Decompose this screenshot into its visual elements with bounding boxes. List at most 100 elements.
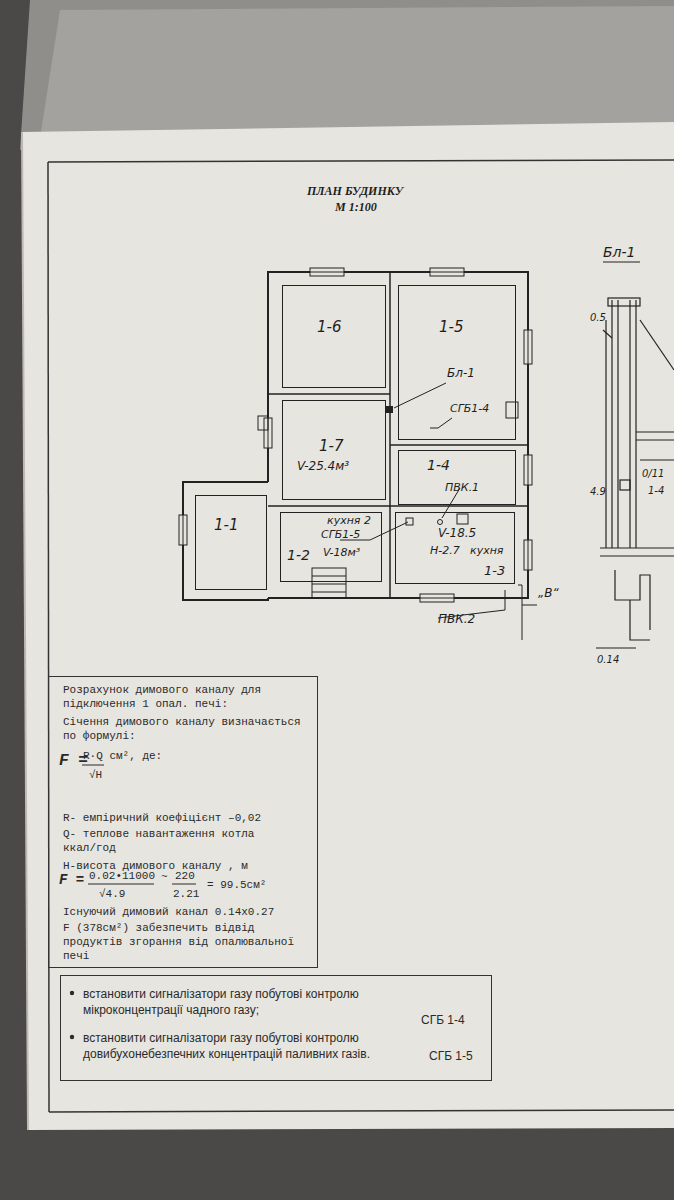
drawing-rect [524, 330, 532, 364]
drawing-rect [620, 480, 630, 490]
callout-label: 0.14 [597, 654, 619, 666]
drawing-line [48, 160, 674, 162]
drawing-g [183, 272, 528, 600]
drawing-rect [608, 298, 640, 306]
drawing-rect [312, 568, 346, 598]
room-outline: 1-1 [195, 495, 267, 590]
callout-label: 1-4 [648, 485, 664, 497]
note-text: 0.02•11000 [89, 869, 155, 883]
note-text: 2.21 [173, 887, 199, 901]
drawing-line [603, 261, 640, 262]
drawing-line [528, 330, 529, 364]
room-outline: кухня 2СГБ1-51-2V-18м³ [280, 512, 382, 582]
drawing-line [312, 576, 346, 577]
drawing-line [172, 884, 196, 885]
drawing-line [49, 1110, 674, 1112]
drawing-line [430, 428, 438, 429]
drawing-line [605, 320, 606, 548]
room-outline: 1-4ПВК.1 [398, 450, 516, 505]
drawing-line [528, 455, 529, 485]
note-text: 220 [175, 869, 195, 883]
note-text: Існуючий димовий канал 0.14x0.27 [63, 905, 313, 919]
drawing-polyline [615, 570, 650, 630]
drawing-circle [70, 1035, 74, 1039]
note-text: встановити сигналізатори газу побутові к… [83, 1030, 405, 1062]
room-label: 1-6 [317, 318, 342, 336]
drawing-rect [386, 406, 393, 413]
drawing-rect [524, 455, 532, 485]
room-outline: V-18.5H-2.7кухня1-3 [395, 512, 515, 584]
drawing-circle [438, 520, 443, 525]
note-text: Січення димового каналу визначається по … [63, 715, 315, 743]
drawing-line [183, 515, 184, 545]
drawing-line [438, 418, 452, 428]
drawing-polygon [22, 122, 674, 1130]
drawing-line [640, 459, 674, 460]
drawing-line [389, 272, 391, 598]
drawing-line [48, 162, 49, 1112]
room-outline: 1-5Бл-1 [398, 285, 516, 440]
drawing-line [312, 584, 346, 585]
drawing-line [268, 393, 390, 395]
drawing-polyline [630, 600, 650, 640]
note-text: F = [59, 873, 84, 888]
note-text: встановити сигналізатори газу побутові к… [83, 986, 395, 1018]
drawing-line [600, 547, 674, 548]
room-label: Бл-1 [447, 366, 475, 380]
room-outline: 1-7V-25.4м³ [282, 400, 386, 500]
callout-label: Бл-1 [603, 244, 636, 261]
drawing-line [268, 505, 528, 507]
room-label: СГБ1-5 [321, 528, 360, 541]
drawing-rect [524, 540, 532, 570]
drawing-line [528, 540, 529, 570]
drawing-polygon [40, 6, 674, 138]
room-label: кухня 2 [327, 514, 371, 527]
note-text: СГБ 1-5 [429, 1048, 473, 1064]
plan-title: ПЛАН БУДИНКУ [307, 184, 403, 198]
note-text: √H [89, 768, 102, 782]
drawing-g [312, 568, 346, 598]
callout-label: ПВК.2 [438, 612, 475, 626]
drawing-line [636, 431, 674, 432]
drawing-line [617, 300, 618, 548]
drawing-line [420, 598, 454, 599]
drawing-line [603, 330, 612, 338]
callout-label: „В“ [538, 586, 559, 600]
callout-label: 0.5 [590, 312, 606, 324]
text-panel: Розрахунок димового каналу для підключен… [48, 676, 318, 968]
note-text: ~ [161, 870, 168, 884]
room-label: 1-7 [319, 437, 344, 455]
callout-label: СГБ1-4 [450, 402, 489, 415]
room-label: H-2.7 [430, 544, 460, 557]
drawing-rect [310, 268, 344, 276]
room-label: V-25.4м³ [297, 459, 349, 473]
note-text: F (378см²) забезпечить відвід продуктів … [63, 921, 308, 963]
drawing-line [310, 272, 344, 273]
room-label: 1-2 [287, 547, 310, 564]
drawing-polyline [518, 585, 522, 640]
drawing-rect [420, 594, 454, 602]
drawing-line [312, 592, 346, 593]
text-panel: встановити сигналізатори газу побутові к… [60, 975, 492, 1081]
callout-label: 0/11 [642, 468, 664, 480]
note-text: СГБ 1-4 [421, 1012, 465, 1028]
drawing-rect [179, 515, 187, 545]
room-label: 1-4 [427, 457, 450, 474]
note-text: √4.9 [99, 887, 125, 901]
drawing-line [522, 605, 537, 606]
drawing-line [394, 383, 446, 408]
room-label: ПВК.1 [445, 481, 479, 494]
callout-label: 4.9 [590, 486, 606, 498]
drawing-line [635, 300, 636, 548]
room-label: кухня [470, 544, 503, 557]
room-label: 1-5 [439, 318, 464, 336]
room-outline: 1-6 [282, 285, 386, 388]
note-text: Розрахунок димового каналу для підключен… [63, 683, 303, 711]
drawing-line [596, 647, 636, 648]
drawing-line [88, 884, 154, 885]
note-text: R- емпіричний коефіцієнт –0,02 [63, 811, 315, 825]
drawing-line [390, 444, 528, 446]
drawing-rect [430, 268, 464, 276]
